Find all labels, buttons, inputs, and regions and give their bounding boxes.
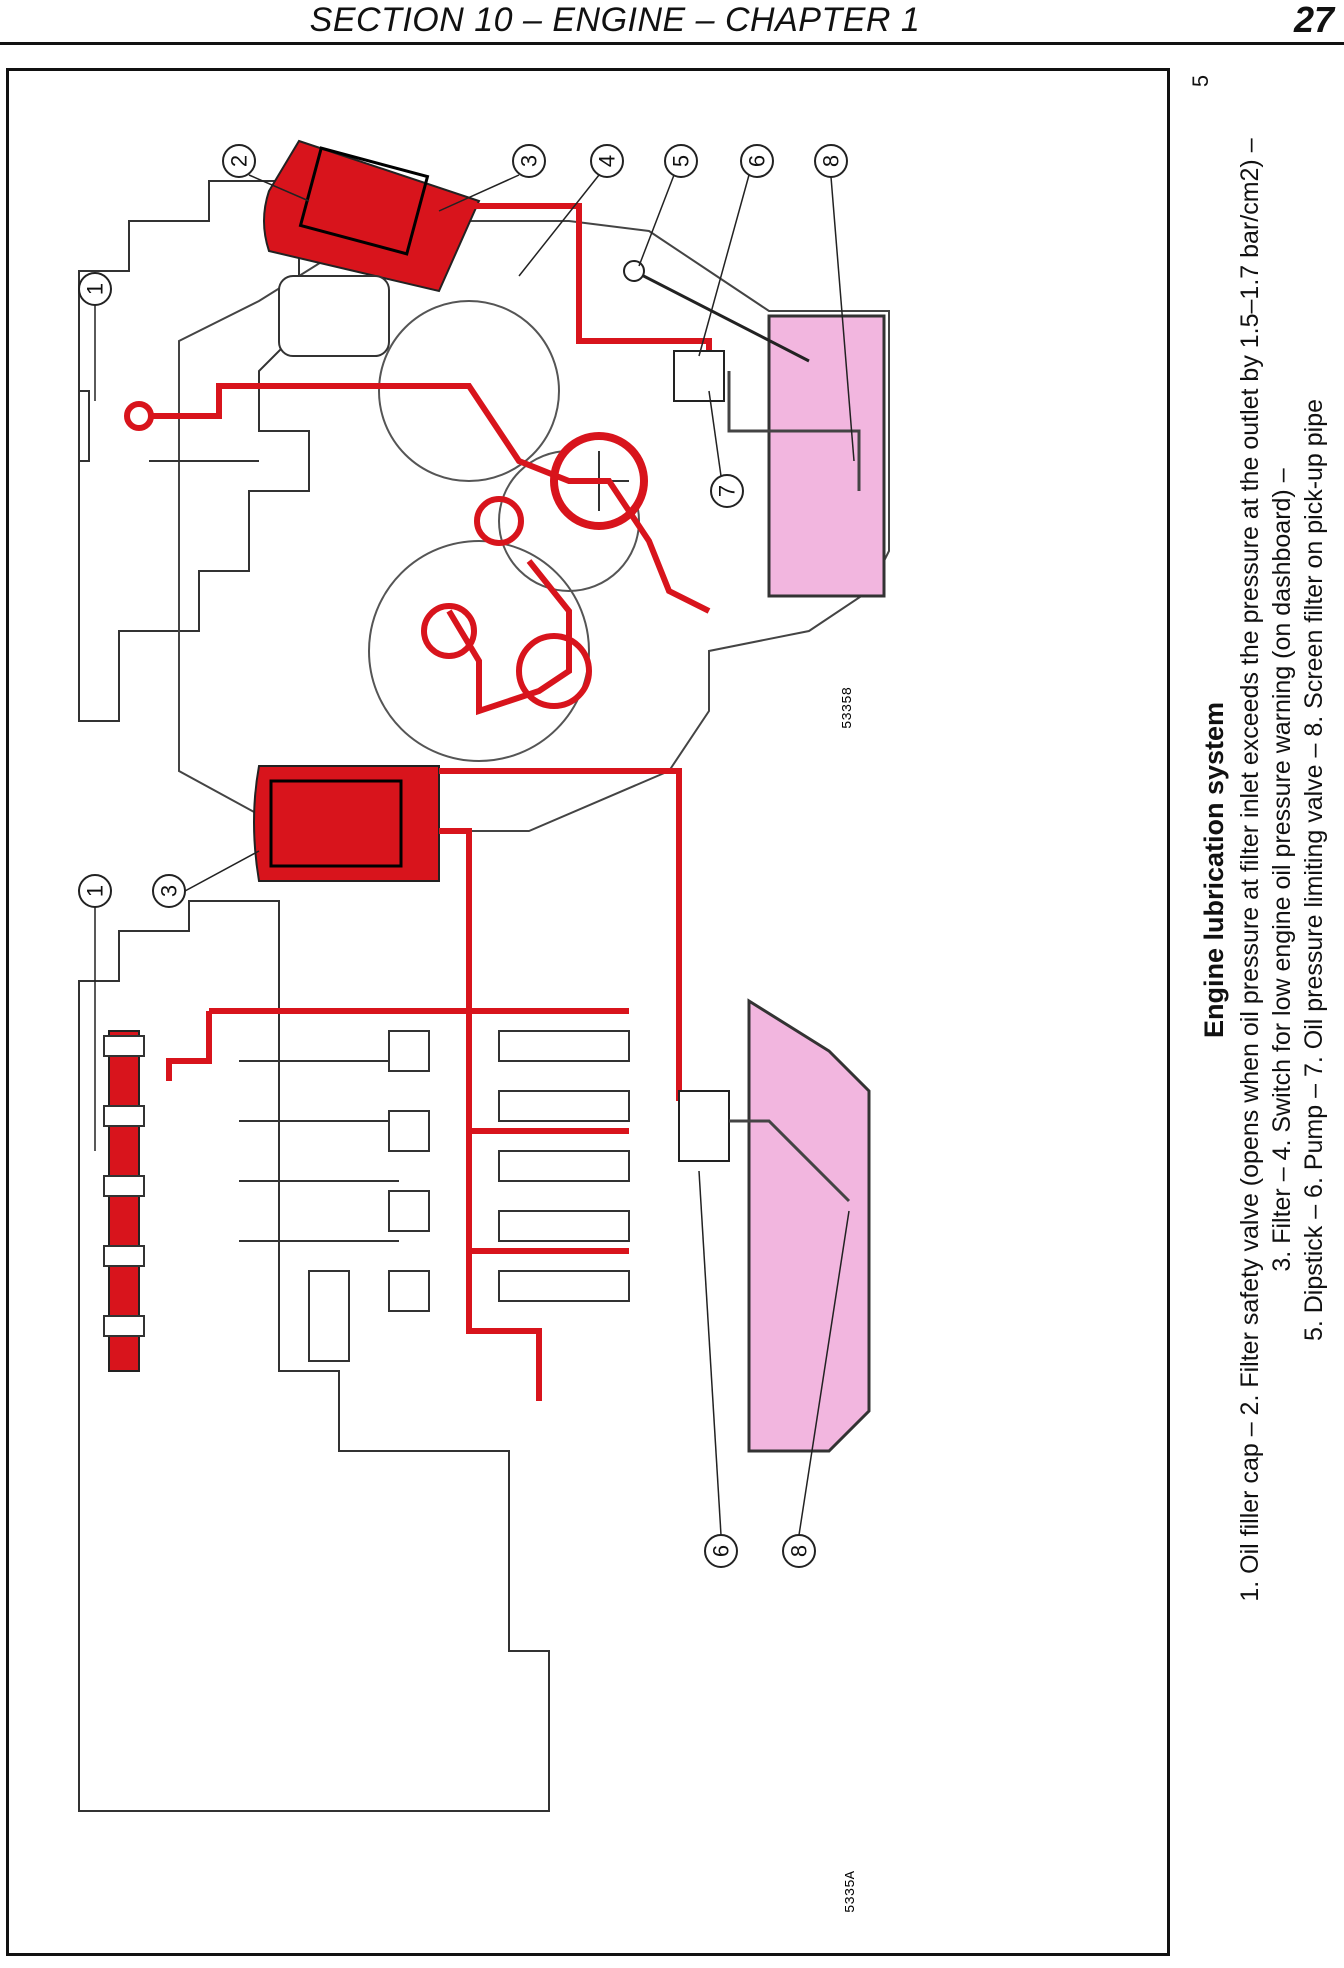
upper-oil-gallery-filter bbox=[469, 203, 712, 371]
upper-dipstick-ring bbox=[623, 260, 645, 282]
caption-title: Engine lubrication system bbox=[1199, 701, 1229, 1039]
lower-flywheel bbox=[308, 1270, 350, 1362]
callout-3-top: 3 bbox=[517, 155, 542, 167]
lower-oil-filter bbox=[253, 765, 440, 882]
upper-engine-view: 53358 bbox=[78, 139, 890, 832]
lower-filter-element bbox=[269, 779, 403, 868]
upper-dipstick bbox=[633, 269, 810, 363]
upper-oil-ring-3 bbox=[474, 496, 524, 546]
callout-4-top: 4 bbox=[595, 155, 620, 167]
upper-oil-ring-2 bbox=[516, 633, 592, 709]
callout-leader-lines bbox=[94, 174, 855, 1536]
lower-callout-labels: 1 3 6 8 bbox=[83, 885, 812, 1557]
upper-engine-outline bbox=[78, 180, 310, 722]
figure-caption: Engine lubrication system 1. Oil filler … bbox=[1198, 0, 1330, 1770]
upper-oil-gallery-main bbox=[149, 383, 711, 614]
upper-filler-body bbox=[278, 275, 390, 357]
rocker-pivot bbox=[124, 401, 154, 431]
callout-1-bottom: 1 bbox=[83, 885, 108, 897]
lower-push-rods bbox=[239, 1060, 399, 1242]
lower-pickup-pipe bbox=[729, 1119, 851, 1203]
figure-frame bbox=[6, 68, 1170, 1956]
callout-5-top: 5 bbox=[669, 155, 694, 167]
upper-view-code: 53358 bbox=[840, 687, 856, 729]
callout-3-bottom: 3 bbox=[157, 885, 182, 897]
lower-rocker-posts bbox=[103, 1035, 145, 1337]
lower-crank-throws bbox=[498, 1030, 630, 1302]
upper-oil-filter bbox=[263, 139, 481, 293]
lower-sump bbox=[747, 998, 871, 1453]
gear-large bbox=[368, 540, 590, 762]
upper-sump bbox=[767, 314, 886, 598]
lower-pump bbox=[678, 1090, 730, 1162]
upper-pickup-pipe bbox=[727, 371, 861, 491]
callout-6-top: 6 bbox=[745, 155, 770, 167]
lower-oil-gallery-main bbox=[439, 768, 682, 1101]
upper-filter-element bbox=[298, 146, 430, 256]
callout-7: 7 bbox=[715, 485, 740, 497]
header-rule bbox=[0, 42, 1344, 45]
callout-6-bottom: 6 bbox=[709, 1545, 734, 1557]
lower-oil-gallery-rocker bbox=[166, 1011, 212, 1081]
lower-engine-outline bbox=[78, 900, 550, 1812]
caption-line-2: 3. Filter – 4. Switch for low engine oil… bbox=[1268, 468, 1296, 1272]
lower-rocker-rail bbox=[108, 1030, 140, 1372]
callout-8-bottom: 8 bbox=[787, 1545, 812, 1557]
rocker-cap bbox=[78, 390, 90, 462]
lower-view-code: 5335A bbox=[843, 1870, 859, 1913]
callout-8-top: 8 bbox=[819, 155, 844, 167]
lower-oil-gallery-return bbox=[439, 828, 542, 1401]
caption-line-1: 1. Oil filler cap – 2. Filter safety val… bbox=[1236, 138, 1264, 1602]
lower-cam-blocks bbox=[388, 1030, 430, 1312]
caption-line-3: 5. Dipstick – 6. Pump – 7. Oil pressure … bbox=[1300, 398, 1328, 1342]
gear-small bbox=[378, 300, 560, 482]
lower-callouts bbox=[78, 874, 816, 1568]
section-title: SECTION 10 – ENGINE – CHAPTER 1 bbox=[309, 1, 921, 39]
upper-callout-labels: 1 2 3 4 5 6 8 7 bbox=[83, 155, 844, 497]
upper-oil-gallery-lower bbox=[446, 559, 572, 716]
page-number: 27 bbox=[1293, 0, 1334, 40]
lubrication-diagram: 53358 bbox=[78, 139, 890, 1913]
lower-engine-view: 5335A bbox=[78, 765, 871, 1913]
upper-pump bbox=[673, 350, 725, 402]
callout-2-top: 2 bbox=[227, 155, 252, 167]
upper-oil-ring-1 bbox=[421, 603, 477, 659]
upper-callouts bbox=[78, 144, 848, 508]
callout-1-top: 1 bbox=[83, 283, 108, 295]
lower-oil-gallery-cross bbox=[209, 1008, 629, 1254]
